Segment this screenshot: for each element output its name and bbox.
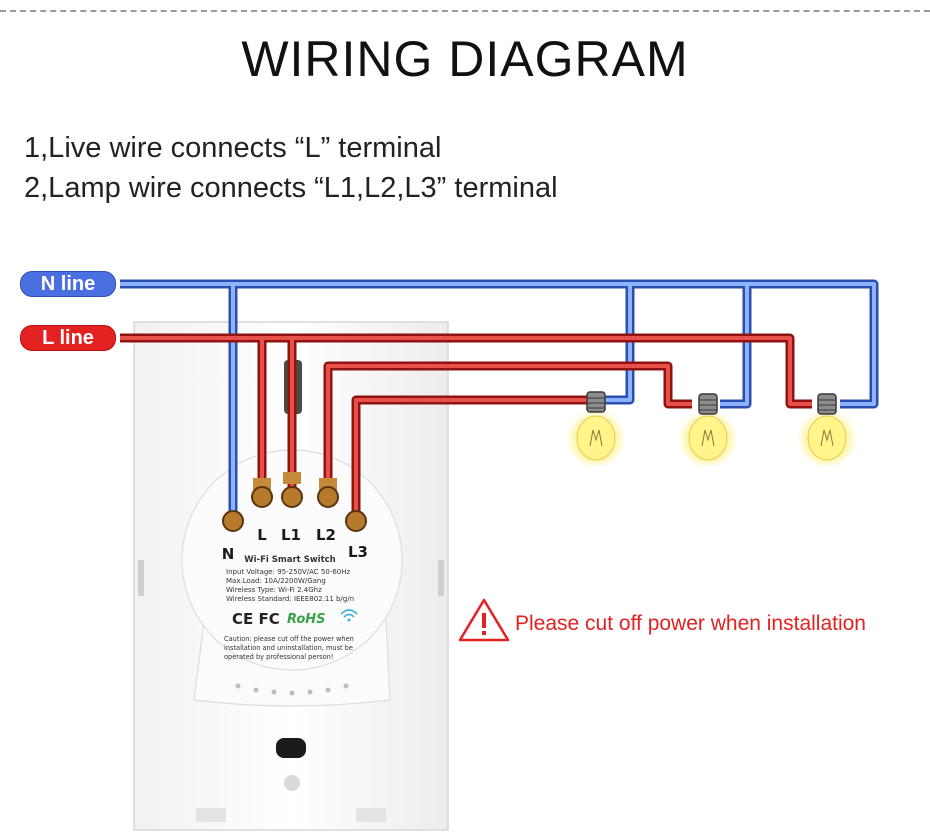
- plate-clip-right: [438, 560, 444, 596]
- lamp-3-socket: [817, 393, 837, 415]
- lamp-1-socket: [586, 391, 606, 413]
- plate-clip-left: [138, 560, 144, 596]
- light-bulb-icon: [807, 415, 847, 461]
- warning-text: Please cut off power when installation: [515, 612, 866, 635]
- neutral-wires: [120, 279, 879, 520]
- caution-line-2: installation and uninstallation, must be: [224, 644, 353, 652]
- plate-tab-right: [356, 808, 386, 822]
- module-spec-4: Wireless Standard: IEEE802.11 b/g/n: [226, 595, 354, 603]
- n-line-label: N line: [20, 271, 116, 297]
- terminal-label-n: N: [222, 545, 235, 563]
- module-spec-1: Input Voltage: 95-250V/AC 50-60Hz: [226, 568, 351, 576]
- screw-l: [251, 486, 273, 508]
- instruction-2: 2,Lamp wire connects “L1,L2,L3” terminal: [24, 172, 558, 204]
- module-name: Wi-Fi Smart Switch: [244, 555, 335, 565]
- plate-button-slot: [276, 738, 306, 758]
- top-dashed-divider: [0, 10, 930, 12]
- page-title: WIRING DIAGRAM: [241, 31, 689, 87]
- certification-marks: CE FC: [232, 610, 280, 628]
- terminal-label-l3: L3: [348, 543, 368, 561]
- lamp-2-socket: [698, 393, 718, 415]
- terminal-label-l1: L1: [281, 526, 301, 544]
- terminal-block-l1: [283, 472, 301, 484]
- neutral-to-lamp-2: [720, 284, 752, 409]
- screw-n: [222, 510, 244, 532]
- lamp-3: [797, 393, 857, 466]
- terminal-label-l2: L2: [316, 526, 336, 544]
- light-bulb-icon: [688, 415, 728, 461]
- warning-triangle-icon: [458, 598, 510, 642]
- live-wires: [120, 333, 812, 520]
- terminal-label-l: L: [257, 526, 267, 544]
- module-spec-3: Wireless Type: Wi-Fi 2.4Ghz: [226, 586, 322, 594]
- l-line-label: L line: [20, 325, 116, 351]
- screw-l1: [281, 486, 303, 508]
- plate-tab-left: [196, 808, 226, 822]
- terminal-screws: [222, 472, 367, 532]
- caution-line-3: operated by professional person!: [224, 653, 333, 661]
- light-bulb-icon: [576, 415, 616, 461]
- lamp-2: [678, 393, 738, 466]
- caution-line-1: Caution: please cut off the power when: [224, 635, 354, 643]
- wifi-icon: [340, 609, 358, 622]
- rohs-mark: RoHS: [287, 612, 326, 627]
- screw-l2: [317, 486, 339, 508]
- instruction-1: 1,Live wire connects “L” terminal: [24, 132, 442, 164]
- module-spec-2: Max.Load: 10A/2200W/Gang: [226, 577, 326, 585]
- screw-l3: [345, 510, 367, 532]
- plate-indicator-hole: [284, 775, 300, 791]
- lamp-1: [566, 391, 626, 466]
